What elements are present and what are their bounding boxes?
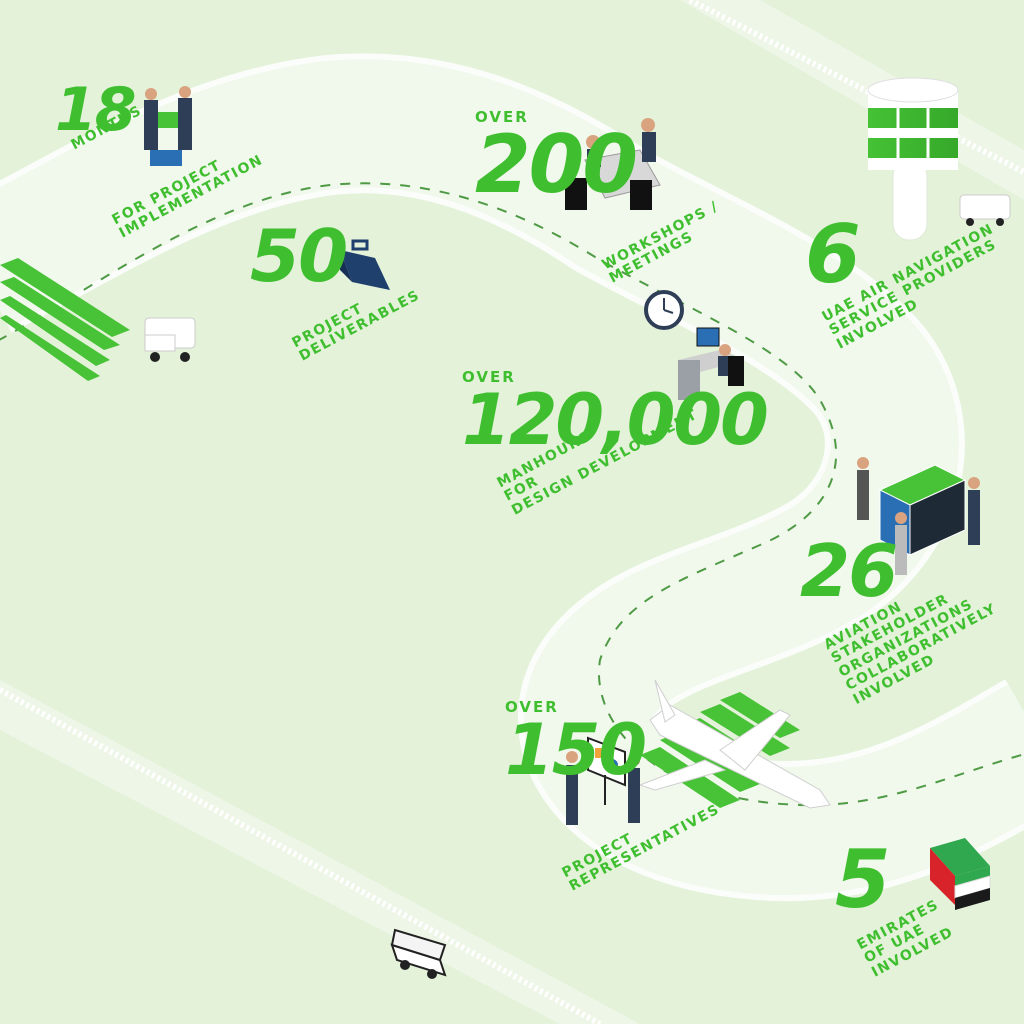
meeting-table-icon <box>565 118 661 210</box>
ground-vehicle-icon <box>144 317 196 362</box>
briefcase-icon <box>340 239 390 290</box>
stat-emirates: 5 <box>835 833 891 926</box>
crosswalk-left <box>0 258 130 381</box>
stat-months: 18 MONTHS <box>55 80 147 155</box>
stat-manhours: OVER 120,000 <box>462 368 769 461</box>
stat-number: 150 <box>505 709 647 791</box>
bus-icon <box>390 928 447 979</box>
stat-number: 6 <box>805 208 861 301</box>
upper-runway-strip <box>680 0 1024 200</box>
stat-number: 5 <box>835 833 891 926</box>
stat-workshops: OVER 200 <box>475 108 638 211</box>
airplane-icon <box>638 679 831 809</box>
stat-representatives: OVER 150 <box>505 698 647 791</box>
stat-organizations: 26 <box>800 529 898 613</box>
clock-icon <box>644 290 684 330</box>
ground-vehicle-icon <box>959 194 1011 226</box>
stat-deliverables: 50 <box>250 214 348 298</box>
stat-number: 200 <box>475 118 638 211</box>
stat-number: 18 <box>55 75 136 145</box>
control-tower-icon <box>867 77 959 241</box>
presentation-board-icon <box>566 736 640 825</box>
stat-prefix: OVER <box>475 108 529 126</box>
stat-number: 120,000 <box>462 379 769 461</box>
rubiks-cube-team-icon <box>857 457 980 575</box>
office-desk-icon <box>678 327 745 400</box>
puzzle-team-icon <box>144 86 192 166</box>
stat-number: 50 <box>250 214 348 298</box>
stat-number: 26 <box>800 529 898 613</box>
stat-prefix: OVER <box>462 368 516 386</box>
lower-runway-strip <box>0 680 640 1024</box>
winding-road <box>0 53 1024 902</box>
uae-flag-cube-icon <box>930 838 991 910</box>
stat-ansp: 6 <box>805 208 861 301</box>
stat-prefix: OVER <box>505 698 559 716</box>
